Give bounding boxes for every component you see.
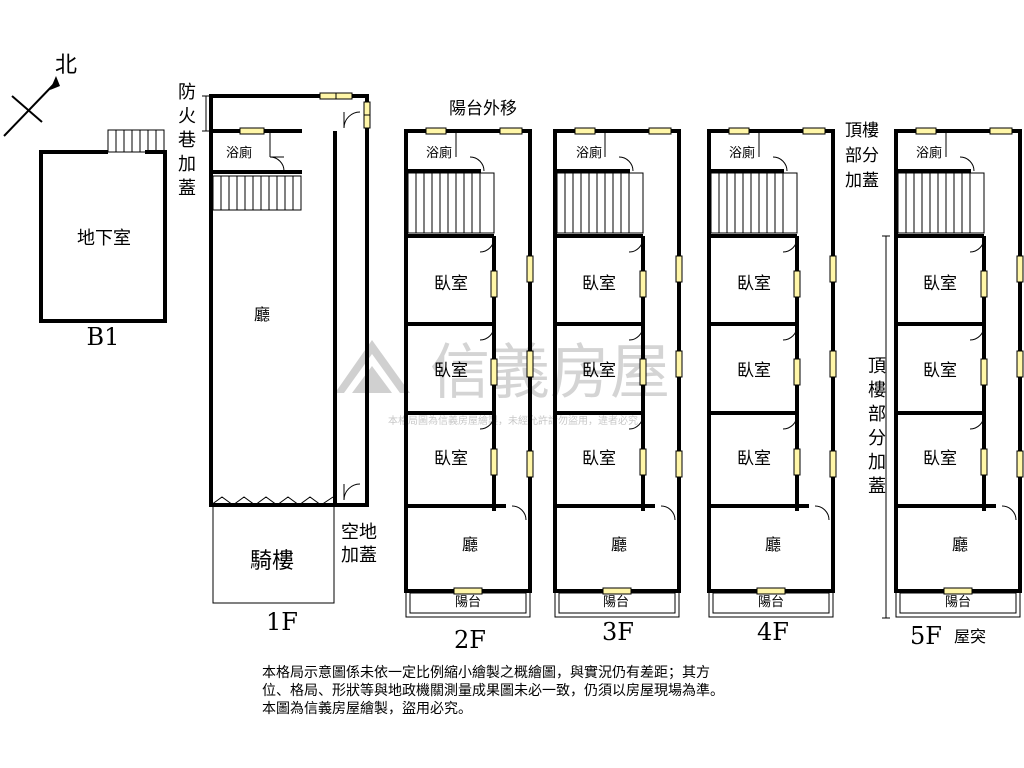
1f-floor-label: 1F [266, 608, 298, 636]
2f-floor-label: 2F [454, 626, 486, 654]
svg-text:空地: 空地 [341, 522, 377, 543]
4f-floor-label: 4F [757, 618, 789, 646]
1f-hall-label: 廳 [254, 305, 270, 324]
5f-roof-label: 屋突 [954, 627, 986, 646]
1f-window-top [319, 92, 353, 100]
svg-text:分: 分 [868, 428, 886, 449]
svg-text:加: 加 [178, 154, 196, 175]
svg-text:頂: 頂 [868, 356, 886, 377]
4f-bedroom-2: 臥室 [737, 361, 771, 381]
compass-label: 北 [55, 53, 77, 78]
2f-balcony-label: 陽台 [455, 595, 481, 610]
2f-bedroom-3: 臥室 [434, 449, 468, 469]
5f-bedroom-1: 臥室 [923, 274, 957, 294]
floor-2f: 浴廁 臥室 臥室 臥室 廳 陽台 2F 陽台外移 [404, 99, 535, 654]
disclaimer-line: 本格局示意圖係未依一定比例縮小繪製之概繪圖，與實況仍有差距；其方 [262, 665, 710, 681]
rooftop-note-top: 頂樓 部分 加蓋 [845, 121, 879, 191]
b1-floor-label: B1 [87, 323, 120, 351]
svg-text:火: 火 [178, 106, 196, 127]
1f-window-bath [239, 127, 265, 135]
2f-bedroom-1: 臥室 [434, 274, 468, 294]
watermark: 信義房屋 本格局圖為信義房屋繪製，未經允許請勿盜用，違者必究 [335, 338, 670, 427]
1f-bottom-door-icon [343, 483, 361, 501]
1f-bath-label: 浴廁 [226, 145, 252, 161]
5f-bedroom-2: 臥室 [923, 361, 957, 381]
compass-arrowhead-icon [50, 76, 60, 90]
3f-bedroom-2: 臥室 [582, 361, 616, 381]
1f-note-open-space: 空地 加蓋 [341, 522, 377, 566]
compass-arrow-icon [3, 81, 57, 137]
4f-bedroom-3: 臥室 [737, 449, 771, 469]
svg-text:部分: 部分 [845, 146, 879, 166]
5f-floor-label: 5F [910, 622, 942, 650]
2f-bedroom-2: 臥室 [434, 361, 468, 381]
1f-top-door-icon [343, 111, 361, 129]
1f-arcade-label: 騎樓 [250, 549, 294, 574]
floor-4f: 浴廁 臥室 臥室 臥室 廳 陽台 4F [707, 126, 838, 646]
1f-stairs [212, 175, 302, 211]
svg-text:頂樓: 頂樓 [845, 121, 879, 141]
compass-cross-icon [11, 95, 43, 123]
watermark-logo-icon [335, 340, 410, 393]
b1-room-label: 地下室 [77, 228, 131, 249]
3f-bath-label: 浴廁 [576, 145, 602, 161]
5f-bedroom-3: 臥室 [923, 449, 957, 469]
1f-arcade [212, 504, 335, 604]
svg-text:樓: 樓 [868, 380, 886, 401]
5f-balcony-label: 陽台 [945, 595, 971, 610]
1f-folding-gate [210, 496, 334, 506]
3f-balcony-label: 陽台 [603, 595, 629, 610]
4f-hall-label: 廳 [765, 535, 781, 554]
b1-stairs [107, 129, 165, 153]
svg-text:加蓋: 加蓋 [341, 545, 377, 566]
svg-text:加: 加 [868, 452, 886, 473]
3f-bedroom-3: 臥室 [582, 449, 616, 469]
5f-bath-label: 浴廁 [916, 145, 942, 161]
1f-note-fire-lane: 防 火 巷 加 蓋 [178, 82, 196, 199]
floor-b1: 地下室 B1 [39, 129, 167, 351]
1f-outline [209, 94, 369, 507]
floor-5f: 浴廁 臥室 臥室 臥室 廳 陽台 5F 屋突 頂樓 部分 加蓋 頂 樓 部 分 … [845, 121, 1024, 650]
watermark-tagline: 本格局圖為信義房屋繪製，未經允許請勿盜用，違者必究 [388, 414, 638, 427]
svg-text:防: 防 [178, 82, 196, 103]
disclaimer: 本格局示意圖係未依一定比例縮小繪製之概繪圖，與實況仍有差距；其方 位、格局、形狀… [262, 664, 822, 718]
3f-floor-label: 3F [602, 618, 634, 646]
4f-bedroom-1: 臥室 [737, 274, 771, 294]
balcony-moved-note: 陽台外移 [449, 99, 517, 119]
4f-bath-label: 浴廁 [729, 145, 755, 161]
rooftop-note-side: 頂 樓 部 分 加 蓋 [868, 356, 886, 497]
floor-3f: 浴廁 臥室 臥室 臥室 廳 陽台 3F [553, 126, 684, 646]
svg-text:加蓋: 加蓋 [845, 171, 879, 191]
3f-hall-label: 廳 [611, 535, 627, 554]
watermark-brand: 信義房屋 [430, 338, 670, 408]
svg-text:蓋: 蓋 [178, 178, 196, 199]
svg-text:部: 部 [868, 404, 886, 425]
2f-hall-label: 廳 [462, 535, 478, 554]
svg-text:巷: 巷 [178, 130, 196, 151]
svg-text:蓋: 蓋 [868, 476, 886, 497]
5f-hall-label: 廳 [952, 535, 968, 554]
floor-1f: 浴廁 廳 騎樓 1F 防 火 巷 加 蓋 空地 加蓋 [178, 82, 377, 636]
compass: 北 [3, 53, 77, 137]
disclaimer-line: 位、格局、形狀等與地政機關測量成果圖未必一致，仍須以房屋現場為準。 [262, 683, 724, 699]
4f-balcony-label: 陽台 [758, 595, 784, 610]
disclaimer-line: 本圖為信義房屋繪製，盜用必究。 [262, 701, 472, 717]
3f-bedroom-1: 臥室 [582, 274, 616, 294]
1f-window-side [363, 101, 371, 129]
1f-bath-door-icon [269, 156, 285, 172]
2f-bath-label: 浴廁 [426, 145, 452, 161]
